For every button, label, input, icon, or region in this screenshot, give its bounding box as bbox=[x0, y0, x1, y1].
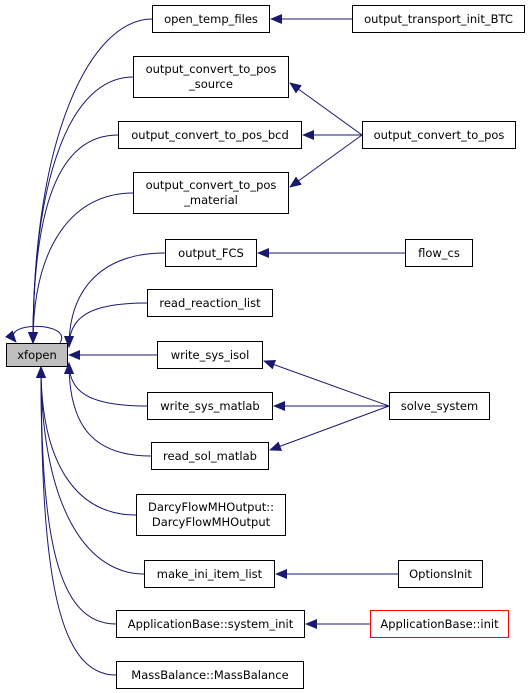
edge-darcy-flow-mh-output-to-xfopen bbox=[36, 366, 137, 516]
node-output-fcs[interactable]: output_FCS bbox=[165, 239, 257, 267]
node-output-convert-to-pos-material[interactable]: output_convert_to_pos _material bbox=[133, 172, 289, 214]
node-label: output_convert_to_pos bbox=[373, 127, 505, 142]
edge-solve-system-to-read-sol-matlab bbox=[269, 405, 390, 451]
node-label: read_sol_matlab bbox=[163, 448, 257, 463]
edge-application-base-system-init-to-xfopen bbox=[36, 366, 117, 625]
edge-output-convert-to-pos-to-output-convert-to-pos-source bbox=[289, 82, 363, 136]
node-application-base-init[interactable]: ApplicationBase::init bbox=[370, 610, 509, 638]
node-read-reaction-list[interactable]: read_reaction_list bbox=[147, 289, 273, 317]
node-label: ApplicationBase::init bbox=[380, 616, 499, 631]
edge-output-convert-to-pos-to-output-convert-to-pos-material bbox=[289, 134, 363, 188]
edge-make-ini-item-list-to-xfopen bbox=[36, 366, 145, 575]
edge-output-convert-to-pos-bcd-to-xfopen bbox=[28, 134, 119, 344]
node-label: output_transport_init_BTC bbox=[364, 11, 513, 26]
edge-read-sol-matlab-to-xfopen bbox=[64, 362, 152, 457]
node-flow-cs[interactable]: flow_cs bbox=[405, 239, 473, 267]
edge-focus-to-xfopen bbox=[5, 325, 63, 344]
edge-read-reaction-list-to-xfopen bbox=[64, 302, 148, 348]
node-options-init[interactable]: OptionsInit bbox=[398, 560, 483, 588]
node-label-line: output_convert_to_pos bbox=[145, 178, 277, 192]
node-label-line: DarcyFlowMHOutput:: bbox=[147, 500, 275, 514]
node-label: make_ini_item_list bbox=[156, 566, 263, 581]
node-label: output_convert_to_pos_bcd bbox=[131, 127, 289, 142]
node-output-convert-to-pos-bcd[interactable]: output_convert_to_pos_bcd bbox=[118, 121, 302, 149]
node-label-line: DarcyFlowMHOutput bbox=[151, 515, 271, 529]
node-label: OptionsInit bbox=[409, 566, 472, 581]
node-label: write_sys_isol bbox=[170, 347, 250, 362]
node-application-base-system-init[interactable]: ApplicationBase::system_init bbox=[116, 610, 305, 638]
node-darcy-flow-mh-output[interactable]: DarcyFlowMHOutput:: DarcyFlowMHOutput bbox=[136, 494, 286, 536]
edge-output-convert-to-pos-material-to-xfopen bbox=[28, 192, 134, 344]
node-read-sol-matlab[interactable]: read_sol_matlab bbox=[151, 442, 269, 470]
edge-write-sys-matlab-to-xfopen bbox=[64, 362, 148, 407]
edge-output-FCS-to-xfopen bbox=[64, 252, 166, 348]
node-label: MassBalance::MassBalance bbox=[131, 667, 289, 682]
node-make-ini-item-list[interactable]: make_ini_item_list bbox=[144, 560, 275, 588]
node-xfopen[interactable]: xfopen bbox=[6, 343, 68, 367]
node-label: output_FCS bbox=[178, 245, 244, 260]
node-solve-system[interactable]: solve_system bbox=[389, 392, 490, 420]
node-mass-balance[interactable]: MassBalance::MassBalance bbox=[116, 661, 304, 689]
edge-output-convert-to-pos-source-to-xfopen bbox=[28, 76, 134, 344]
node-label: flow_cs bbox=[418, 245, 460, 260]
node-output-convert-to-pos-source[interactable]: output_convert_to_pos _source bbox=[133, 56, 289, 98]
edge-mass-balance-to-xfopen bbox=[36, 366, 117, 676]
node-label: xfopen bbox=[17, 347, 57, 362]
node-output-transport-init-btc[interactable]: output_transport_init_BTC bbox=[352, 5, 525, 33]
node-open-temp-files[interactable]: open_temp_files bbox=[152, 5, 270, 33]
node-label-line: output_convert_to_pos bbox=[145, 62, 277, 76]
node-label: open_temp_files bbox=[164, 11, 258, 26]
node-label-line: _source bbox=[189, 77, 233, 91]
node-output-convert-to-pos[interactable]: output_convert_to_pos bbox=[362, 121, 516, 149]
node-label: solve_system bbox=[400, 398, 479, 413]
node-label: read_reaction_list bbox=[159, 295, 261, 310]
node-label: ApplicationBase::system_init bbox=[127, 616, 294, 631]
node-write-sys-isol[interactable]: write_sys_isol bbox=[157, 341, 263, 369]
node-write-sys-matlab[interactable]: write_sys_matlab bbox=[147, 392, 273, 420]
node-label: write_sys_matlab bbox=[160, 398, 260, 413]
edge-solve-system-to-write-sys-isol bbox=[263, 360, 390, 407]
node-label-line: _material bbox=[184, 193, 238, 207]
